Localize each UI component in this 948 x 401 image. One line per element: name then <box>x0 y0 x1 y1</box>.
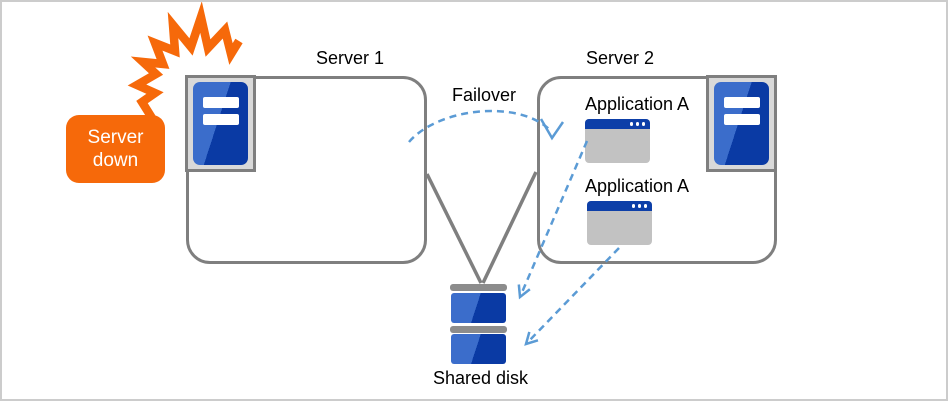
disk-segment <box>451 293 506 323</box>
shared-disk-icon <box>450 284 507 364</box>
application-a-label: Application A <box>584 94 690 114</box>
window-dot-icon <box>637 204 641 208</box>
server-tower-icon <box>193 82 248 165</box>
server-down-badge: Server down <box>66 115 165 183</box>
window-dot-icon <box>643 204 647 208</box>
disk-cap <box>450 326 507 333</box>
window-dot-icon <box>635 122 639 126</box>
window-dot-icon <box>631 204 635 208</box>
connector-server1-disk <box>425 173 483 284</box>
server1-icon <box>185 75 256 172</box>
window-dot-icon <box>641 122 645 126</box>
failover-label: Failover <box>451 85 517 105</box>
window-titlebar <box>585 119 650 129</box>
application-window-icon <box>587 201 652 245</box>
server-slot-bar <box>724 97 760 108</box>
server-down-badge-label: Server down <box>87 127 144 171</box>
server1-label: Server 1 <box>315 48 385 68</box>
server-slot-bar <box>203 97 239 108</box>
server2-label: Server 2 <box>585 48 655 68</box>
server2-icon <box>706 75 777 172</box>
server-slot-bar <box>724 114 760 125</box>
disk-cap <box>450 284 507 291</box>
window-titlebar <box>587 201 652 211</box>
window-dot-icon <box>629 122 633 126</box>
application-window-icon <box>585 119 650 163</box>
shared-disk-label: Shared disk <box>432 368 529 388</box>
connector-server2-disk <box>481 171 538 284</box>
server-slot-bar <box>203 114 239 125</box>
failover-arrow <box>408 109 551 143</box>
server-tower-icon <box>714 82 769 165</box>
disk-segment <box>451 334 506 364</box>
application-a-label: Application A <box>584 176 690 196</box>
